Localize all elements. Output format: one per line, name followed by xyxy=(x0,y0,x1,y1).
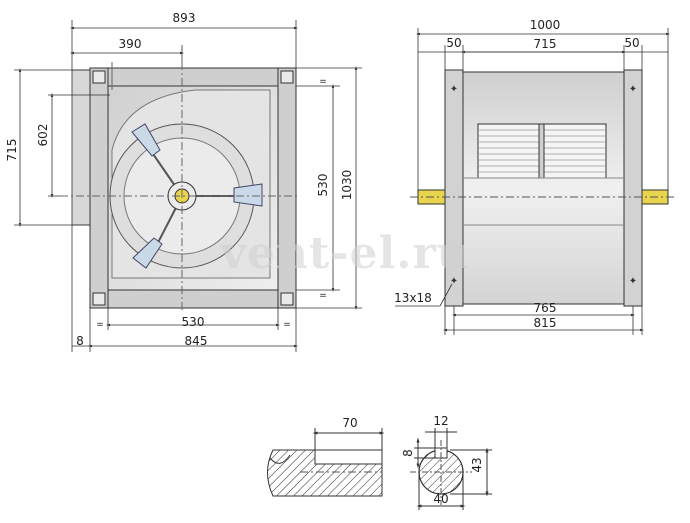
dim-holes: 13x18 xyxy=(394,291,432,305)
dim-1000: 1000 xyxy=(530,18,561,32)
front-view xyxy=(60,62,300,312)
dim-70: 70 xyxy=(342,416,357,430)
blade xyxy=(233,183,263,207)
shaft-key-detail xyxy=(267,428,385,497)
dim-1030: 1030 xyxy=(340,170,354,201)
svg-text:✦: ✦ xyxy=(450,84,458,95)
dim-715: 715 xyxy=(5,139,19,162)
right-flange xyxy=(623,69,643,307)
dim-43: 43 xyxy=(470,457,484,472)
dim-602: 602 xyxy=(36,124,50,147)
dim-12: 12 xyxy=(433,414,448,428)
dim-530-vertical: 530 xyxy=(316,174,330,197)
dim-8: 8 xyxy=(76,334,84,348)
scroll-body xyxy=(462,71,625,305)
dim-765: 765 xyxy=(534,301,557,315)
eq-mark: = xyxy=(96,320,104,330)
dim-8-key: 8 xyxy=(401,449,415,457)
eq-mark: = xyxy=(319,77,327,87)
dim-40: 40 xyxy=(433,492,448,506)
blade xyxy=(131,123,161,157)
keyway xyxy=(314,449,383,465)
watermark: vent-el.ru xyxy=(219,228,469,279)
dim-50-left: 50 xyxy=(446,36,461,50)
dim-845: 845 xyxy=(185,334,208,348)
shaft-section xyxy=(410,428,492,510)
svg-text:✦: ✦ xyxy=(450,276,458,287)
eq-mark: = xyxy=(319,291,327,301)
eq-mark: = xyxy=(283,320,291,330)
side-view: ✦ ✦ ✦ ✦ xyxy=(410,69,675,307)
dim-893: 893 xyxy=(173,11,196,25)
blade xyxy=(132,237,163,269)
dim-715-side: 715 xyxy=(534,37,557,51)
dim-530-bottom: 530 xyxy=(182,315,205,329)
front-dimensions xyxy=(14,20,362,352)
dim-50-right: 50 xyxy=(624,36,639,50)
side-dimensions xyxy=(395,28,670,335)
svg-text:✦: ✦ xyxy=(629,84,637,95)
dim-390: 390 xyxy=(119,37,142,51)
dim-815: 815 xyxy=(534,316,557,330)
svg-text:✦: ✦ xyxy=(629,276,637,287)
